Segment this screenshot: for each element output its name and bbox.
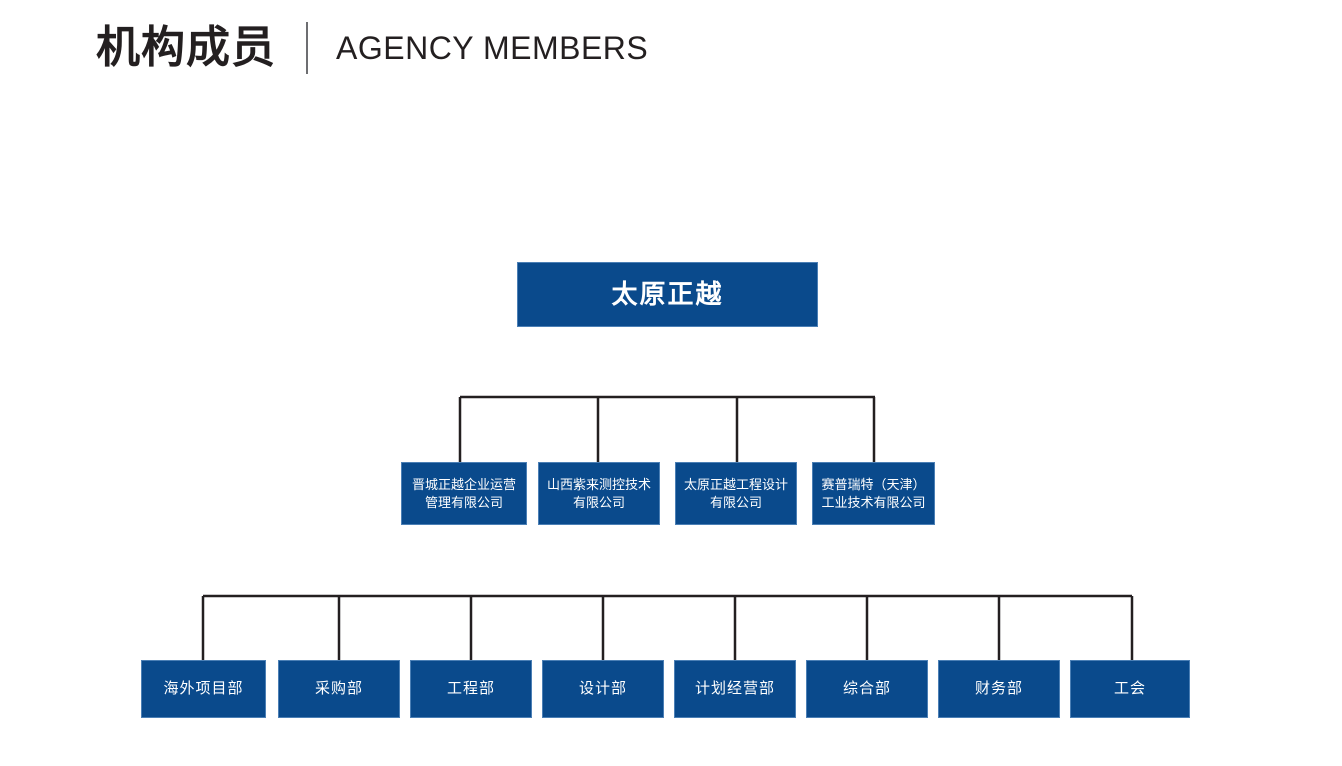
org-node-department-5[interactable]: 计划经营部 [674,660,796,718]
org-node-department-5-label: 计划经营部 [694,679,775,697]
org-node-subsidiary-3-label: 太原正越工程设计有限公司 [683,476,788,510]
org-node-department-4[interactable]: 设计部 [542,660,664,718]
org-node-department-6-label: 综合部 [842,679,891,697]
org-node-subsidiary-1[interactable]: 晋城正越企业运营管理有限公司 [401,462,527,525]
org-node-department-2-label: 采购部 [314,679,363,697]
org-node-subsidiary-3[interactable]: 太原正越工程设计有限公司 [675,462,797,525]
page-title-chinese: 机构成员 [96,23,276,72]
org-node-subsidiary-4-label: 赛普瑞特（天津）工业技术有限公司 [821,476,926,510]
org-node-subsidiary-2-label: 山西紫来测控技术有限公司 [546,476,651,510]
org-node-department-8-label: 工会 [1113,679,1146,697]
org-node-department-2[interactable]: 采购部 [278,660,400,718]
org-node-root-label: 太原正越 [611,278,724,309]
org-node-department-7[interactable]: 财务部 [938,660,1060,718]
org-node-department-7-label: 财务部 [974,679,1023,697]
org-node-department-8[interactable]: 工会 [1070,660,1190,718]
org-node-department-6[interactable]: 综合部 [806,660,928,718]
org-node-subsidiary-1-label: 晋城正越企业运营管理有限公司 [411,476,516,510]
org-node-department-4-label: 设计部 [578,679,627,697]
org-node-department-3-label: 工程部 [446,679,495,697]
page-title-english: AGENCY MEMBERS [336,30,649,66]
org-node-department-1-label: 海外项目部 [163,679,244,697]
org-node-root[interactable]: 太原正越 [517,262,818,327]
org-node-subsidiary-2[interactable]: 山西紫来测控技术有限公司 [538,462,660,525]
page-header: 机构成员 AGENCY MEMBERS [96,16,648,80]
title-divider [306,22,308,74]
org-node-department-1[interactable]: 海外项目部 [141,660,266,718]
org-node-subsidiary-4[interactable]: 赛普瑞特（天津）工业技术有限公司 [812,462,935,525]
org-node-department-3[interactable]: 工程部 [410,660,532,718]
